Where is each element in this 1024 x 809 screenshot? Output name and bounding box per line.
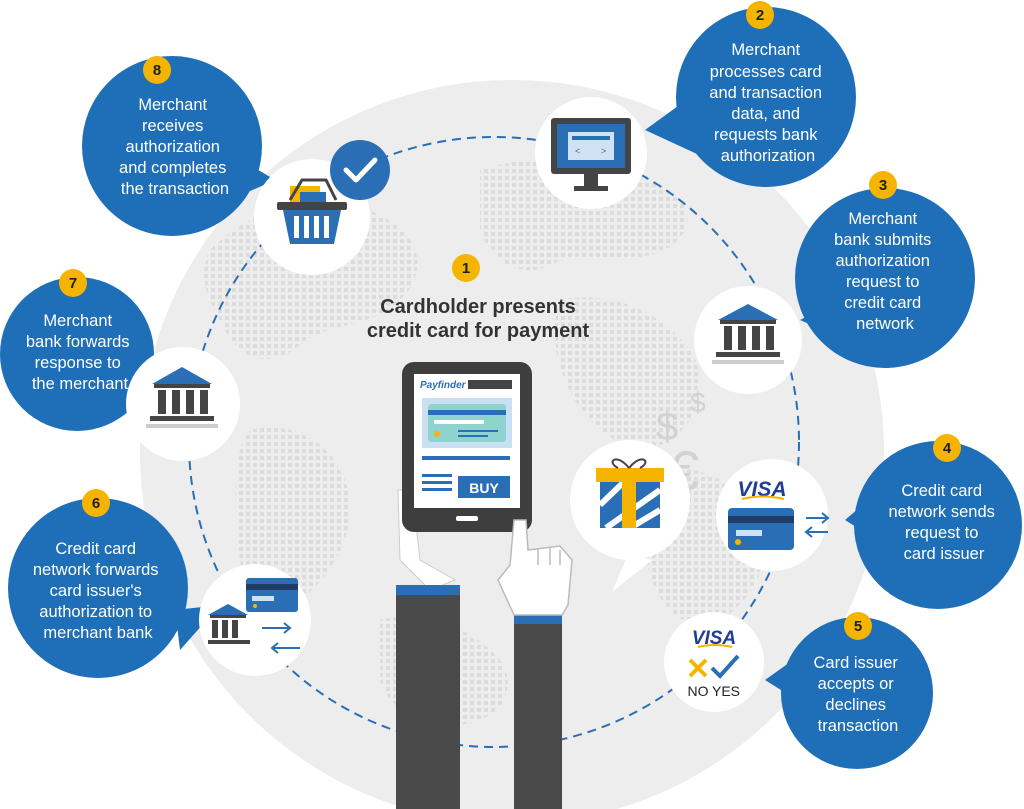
tablet-device: Payfinder BUY (396, 362, 573, 809)
visa-card-icon: VISA (716, 459, 830, 571)
gift-icon (570, 440, 690, 592)
svg-text:>: > (601, 146, 606, 156)
step-6-badge (82, 489, 110, 517)
svg-text:6: 6 (92, 495, 100, 512)
step-5-bubble: Card issuer accepts or declines transact… (765, 612, 933, 769)
step-5-text: Card issuer accepts or declines transact… (814, 654, 903, 735)
left-sleeve (396, 585, 460, 809)
step-5-badge (844, 612, 872, 640)
svg-text:7: 7 (69, 275, 77, 292)
svg-text:8: 8 (153, 62, 161, 79)
buy-button (458, 476, 510, 498)
tablet-brand: Payfinder (420, 380, 467, 391)
step-2-badge (746, 1, 774, 29)
step-2-bubble: Merchant processes card and transaction … (645, 1, 856, 187)
step-1-title-line2: credit card for payment (367, 320, 590, 342)
buy-button-label: BUY (469, 480, 499, 496)
step-8-bubble: Merchant receives authorization and comp… (82, 56, 275, 236)
svg-text:3: 3 (879, 177, 887, 194)
step-4-badge (933, 434, 961, 462)
step-6-bubble: Credit card network forwards card issuer… (8, 489, 220, 678)
step-3-text: Merchant bank submits authorization requ… (834, 210, 936, 333)
svg-text:<: < (575, 146, 580, 156)
svg-text:2: 2 (756, 7, 764, 24)
decline-x-icon (688, 658, 708, 678)
visa-card-brand: VISA (737, 478, 786, 501)
dollar-symbol-large: $ (656, 405, 678, 449)
step-2-text: Merchant processes card and transaction … (709, 41, 826, 165)
dollar-symbol-small: $ (690, 387, 706, 418)
yes-label: YES (712, 683, 740, 699)
accept-check-icon (710, 654, 740, 679)
completed-check-icon (330, 140, 390, 200)
step-1-badge (452, 254, 480, 282)
no-label: NO (688, 683, 709, 699)
step-3-badge (869, 171, 897, 199)
bank-icon-step-7 (126, 347, 240, 461)
monitor-icon: < > (535, 97, 647, 209)
svg-text:1: 1 (462, 260, 470, 277)
right-sleeve (514, 620, 562, 809)
step-4-text: Credit card network sends request to car… (889, 482, 1000, 563)
visa-decision-icon: VISA NO YES (664, 612, 764, 712)
process-loop-path (188, 136, 800, 748)
bank-icon-step-3 (694, 286, 802, 394)
step-7-badge (59, 269, 87, 297)
step-1-heading: 1 Cardholder presents credit card for pa… (367, 254, 590, 342)
step-1-title-line1: Cardholder presents (380, 296, 576, 318)
step-4-bubble: Credit card network sends request to car… (845, 434, 1022, 609)
svg-text:4: 4 (943, 440, 952, 457)
visa-decision-brand: VISA (692, 628, 736, 649)
step-7-text: Merchant bank forwards response to the m… (26, 312, 134, 393)
step-8-badge (143, 56, 171, 84)
step-8-text: Merchant receives authorization and comp… (119, 96, 231, 198)
bank-card-transfer-icon (199, 564, 311, 676)
step-3-bubble: Merchant bank submits authorization requ… (795, 171, 975, 368)
step-6-text: Credit card network forwards card issuer… (33, 540, 163, 642)
svg-text:5: 5 (854, 618, 862, 635)
